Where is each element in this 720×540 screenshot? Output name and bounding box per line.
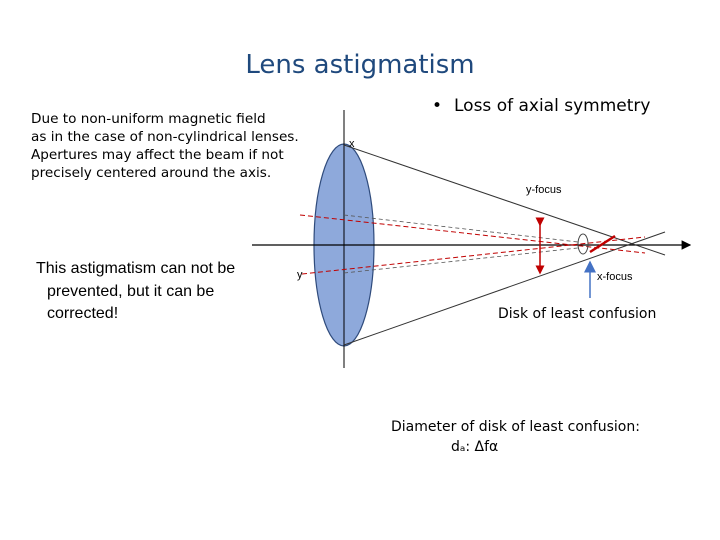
ray-lower-solid — [343, 231, 666, 346]
label-y: y — [297, 269, 303, 281]
intro-line: as in the case of non-cylindrical lenses… — [31, 129, 299, 145]
x-focus-marker — [589, 234, 616, 254]
label-x: x — [349, 138, 355, 150]
bullet-point: • Loss of axial symmetry — [432, 96, 650, 116]
diameter-text: Diameter of disk of least confusion: dₐ:… — [391, 417, 640, 457]
diameter-line: Diameter of disk of least confusion: — [391, 419, 640, 435]
diameter-formula: dₐ: Δfα — [451, 439, 499, 455]
label-y-focus: y-focus — [526, 184, 562, 196]
note-text: This astigmatism can not be prevented, b… — [36, 258, 235, 326]
ray-lower-dashed-grey — [343, 247, 579, 274]
note-line: This astigmatism can not be — [36, 260, 236, 277]
bullet-marker: • — [432, 96, 443, 116]
bullet-text: Loss of axial symmetry — [454, 96, 651, 116]
ray-upper-solid — [343, 144, 666, 256]
note-line: corrected! — [47, 305, 119, 322]
ray-upper-dashed-grey — [343, 214, 579, 243]
intro-line: precisely centered around the axis. — [31, 165, 272, 181]
intro-line: Due to non-uniform magnetic field — [31, 111, 266, 127]
page-title: Lens astigmatism — [245, 50, 475, 80]
ray-lower-dashed — [301, 236, 646, 275]
label-disk-of-least-confusion: Disk of least confusion — [498, 306, 657, 322]
least-confusion-disk — [577, 233, 589, 255]
note-line: prevented, but it can be — [47, 282, 215, 300]
intro-line: Apertures may affect the beam if not — [31, 147, 284, 163]
label-x-focus: x-focus — [597, 271, 633, 283]
intro-text: Due to non-uniform magnetic field as in … — [31, 110, 299, 182]
